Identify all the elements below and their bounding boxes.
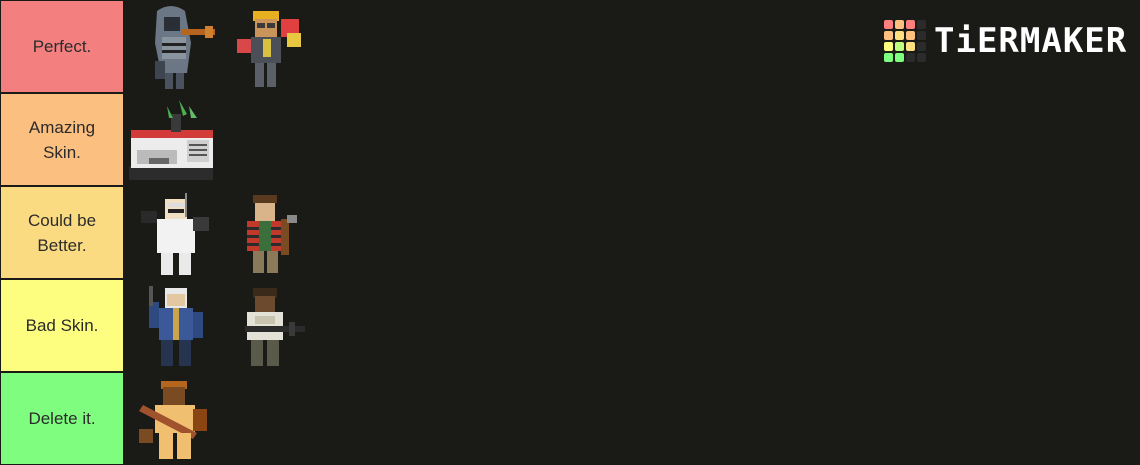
tier-items: [125, 94, 1139, 185]
logo-grid-cell: [895, 53, 904, 62]
logo-grid-cell: [917, 42, 926, 51]
tier-items: [125, 1, 1139, 92]
baseball-player-skin[interactable]: [135, 375, 221, 463]
tiermaker-logo[interactable]: TiERMAKER: [884, 20, 1127, 62]
logo-grid-cell: [895, 42, 904, 51]
logo-grid-cell: [917, 20, 926, 29]
logo-grid-cell: [884, 31, 893, 40]
engineer-goggles-skin[interactable]: [225, 3, 311, 91]
tier-row-amazing: Amazing Skin.: [0, 93, 1140, 185]
building-skin[interactable]: [127, 96, 213, 184]
logo-grid-cell: [884, 42, 893, 51]
logo-grid-cell: [884, 53, 893, 62]
soldier-rifle-skin[interactable]: [225, 282, 311, 370]
logo-grid-cell: [906, 53, 915, 62]
tier-items: [125, 187, 1139, 278]
tier-items: [125, 280, 1139, 371]
lab-coat-skin[interactable]: [135, 189, 221, 277]
logo-grid-cell: [884, 20, 893, 29]
logo-grid-cell: [906, 31, 915, 40]
logo-grid-cell: [895, 20, 904, 29]
tier-label[interactable]: Delete it.: [1, 373, 123, 464]
tiermaker-wordmark: TiERMAKER: [934, 21, 1128, 61]
logo-grid-cell: [917, 31, 926, 40]
tier-row-could-be-better: Could be Better.: [0, 186, 1140, 278]
tier-label[interactable]: Amazing Skin.: [1, 94, 123, 185]
logo-grid-cell: [895, 31, 904, 40]
tier-items: [125, 373, 1139, 464]
tier-label[interactable]: Could be Better.: [1, 187, 123, 278]
blue-jacket-skin[interactable]: [135, 282, 221, 370]
tier-label[interactable]: Perfect.: [1, 1, 123, 92]
logo-grid-cell: [906, 20, 915, 29]
tier-row-delete-it: Delete it.: [0, 372, 1140, 464]
tiermaker-grid-icon: [884, 20, 926, 62]
logo-grid-cell: [906, 42, 915, 51]
logo-grid-cell: [917, 53, 926, 62]
tier-label[interactable]: Bad Skin.: [1, 280, 123, 371]
tier-row-perfect: Perfect.: [0, 0, 1140, 92]
lumberjack-skin[interactable]: [225, 189, 311, 277]
hooded-gunner-skin[interactable]: [135, 3, 221, 91]
tier-row-bad-skin: Bad Skin.: [0, 279, 1140, 371]
